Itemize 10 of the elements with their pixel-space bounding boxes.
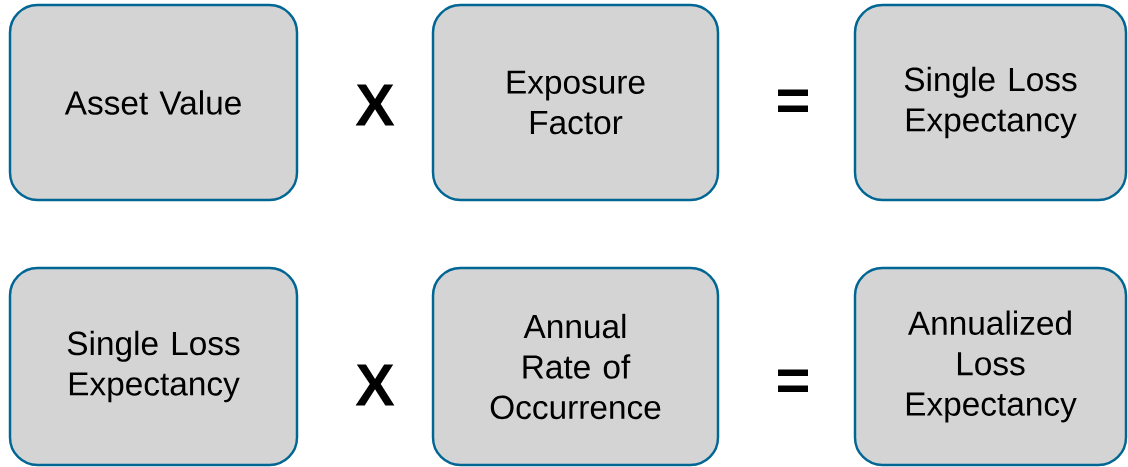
- formula-box: Annualized Loss Expectancy: [853, 266, 1128, 467]
- formula-box: Asset Value: [8, 3, 299, 202]
- formula-box: Annual Rate of Occurrence: [431, 266, 720, 467]
- formula-box: Exposure Factor: [431, 3, 720, 202]
- formula-box: Single Loss Expectancy: [853, 3, 1128, 202]
- operator-sign: =: [778, 89, 808, 113]
- operator-sign: X: [355, 364, 395, 406]
- formula-box: Single Loss Expectancy: [8, 266, 299, 467]
- operator-sign: X: [355, 84, 395, 126]
- operator-sign: =: [778, 369, 808, 393]
